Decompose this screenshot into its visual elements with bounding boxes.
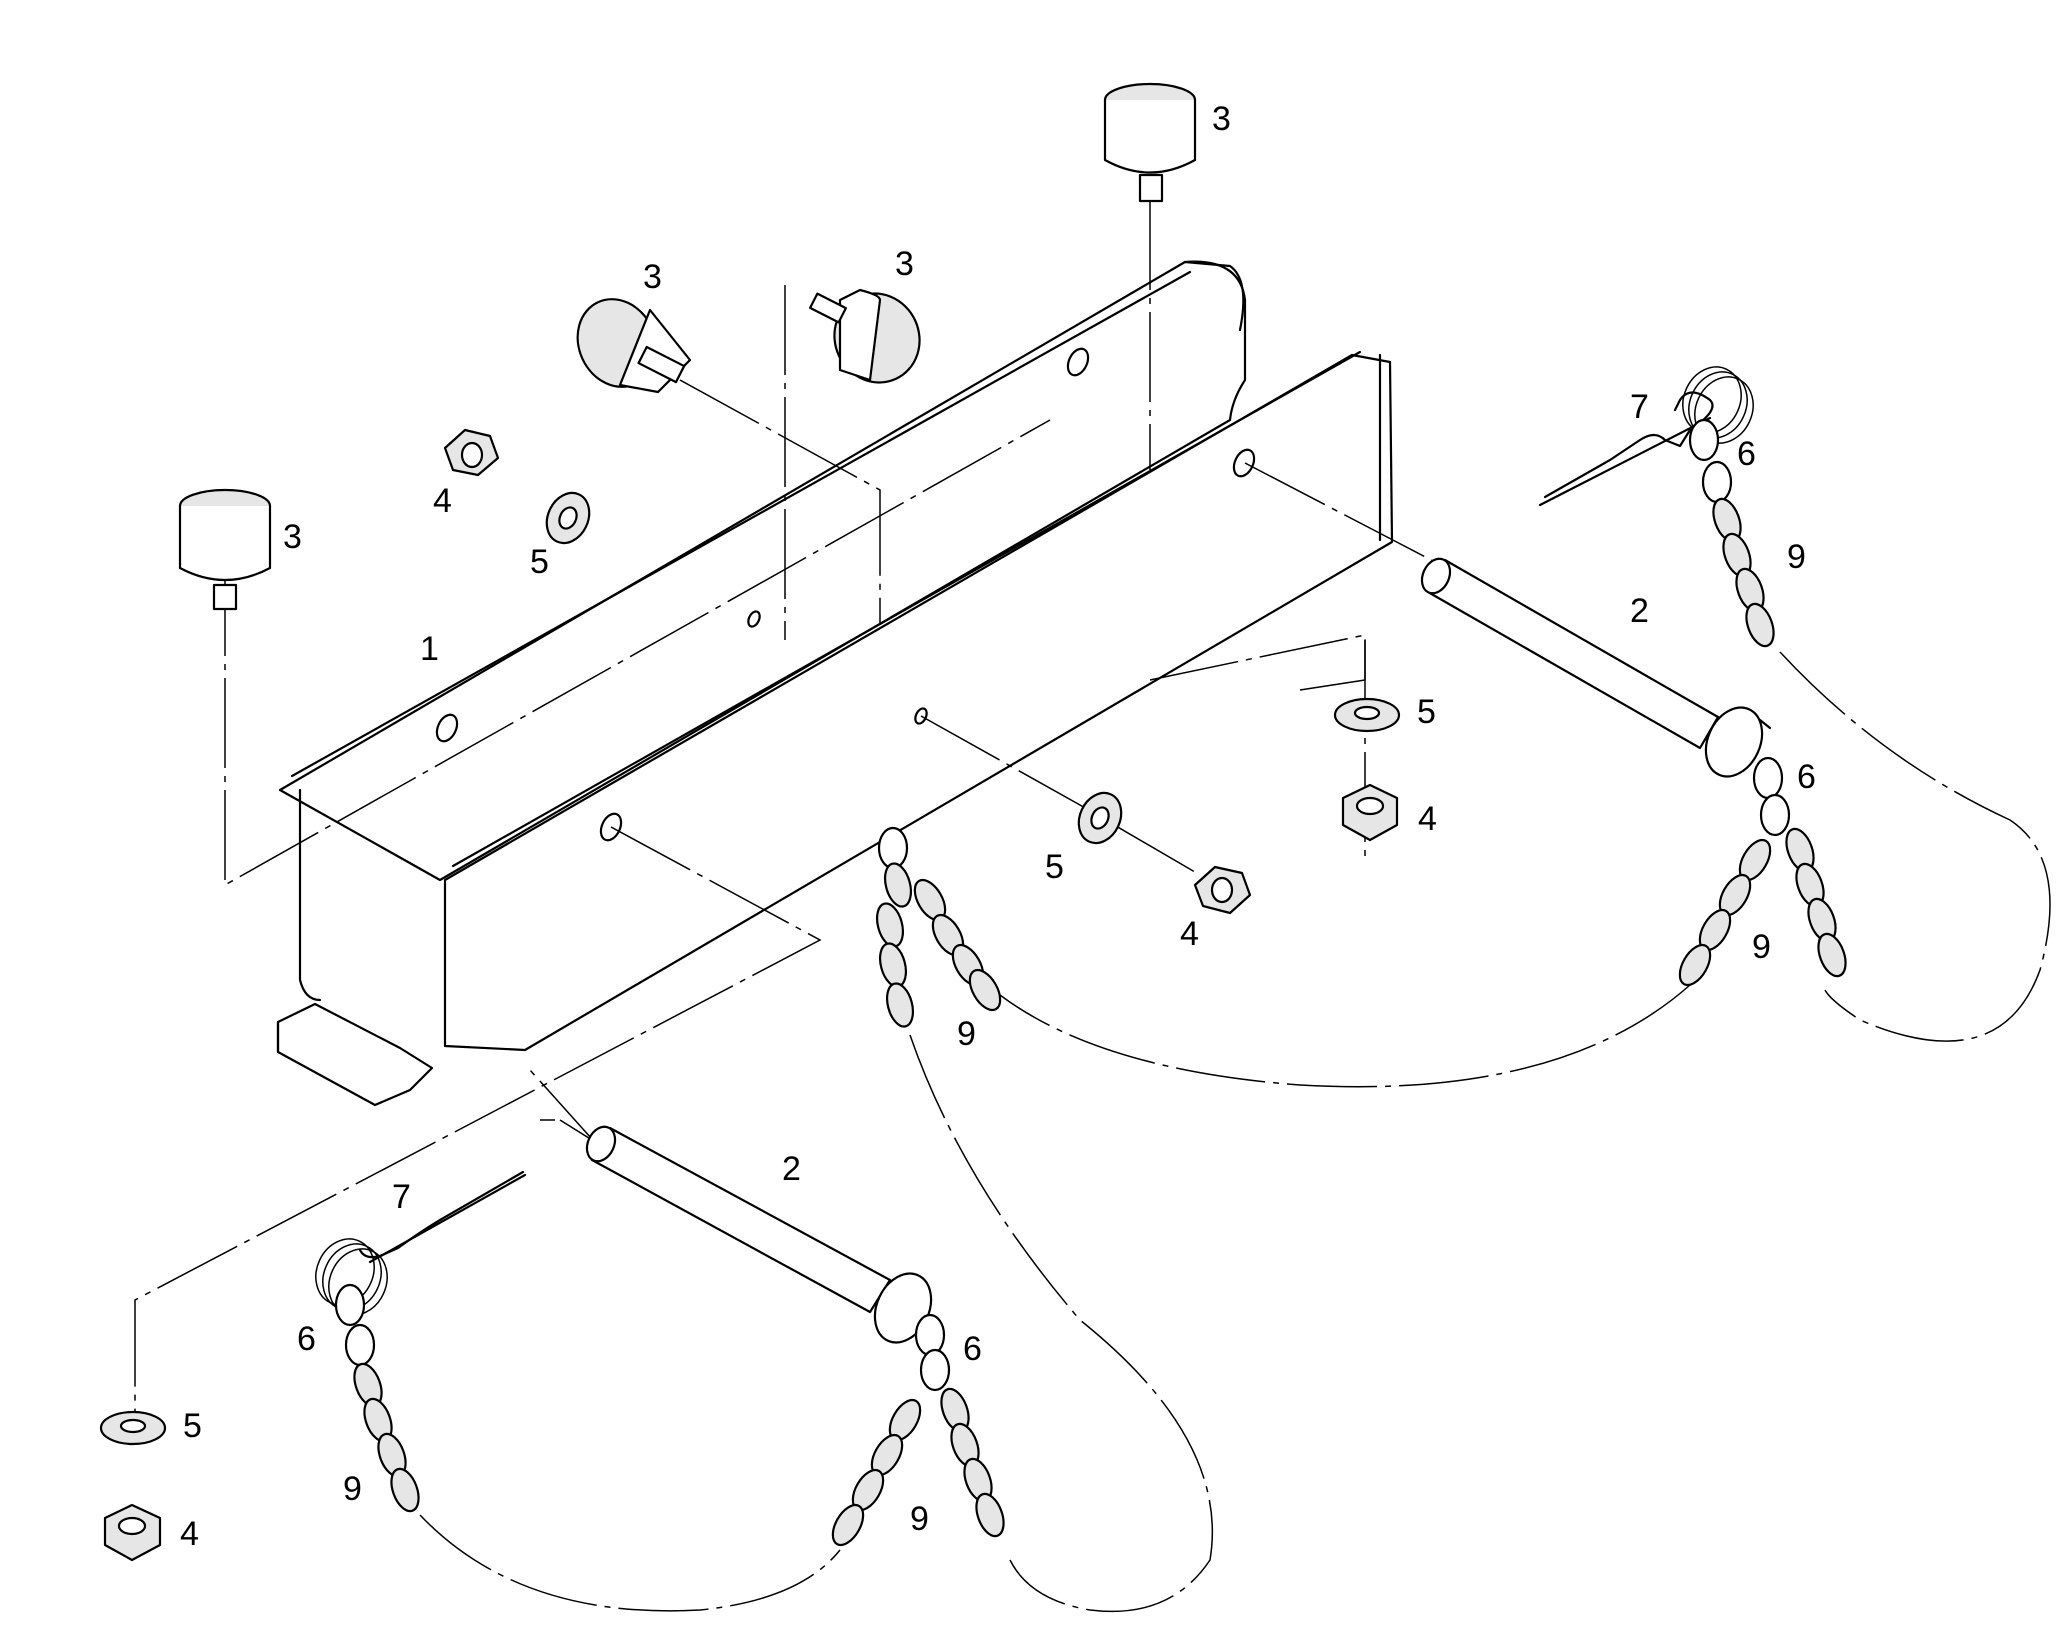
nut-c [1193, 865, 1252, 915]
split-ring-6 [1759, 793, 1791, 837]
clip-left [315, 1170, 527, 1316]
bumper-side-b [809, 288, 921, 384]
bumper-part-3 [178, 82, 1197, 611]
pin-part-2 [585, 557, 1772, 1344]
callout-5: 5 [1417, 693, 1436, 731]
bumper-top-left [178, 488, 272, 611]
callout-6: 6 [963, 1330, 982, 1368]
callout-7: 7 [392, 1178, 411, 1216]
callout-9: 9 [910, 1500, 929, 1538]
callout-5: 5 [530, 543, 549, 581]
callout-1: 1 [420, 630, 439, 668]
split-ring-6 [344, 1323, 376, 1367]
frame-hole [435, 713, 459, 743]
clip-part-7 [315, 366, 1754, 1316]
callout-2: 2 [1630, 592, 1649, 630]
chain-left-head [831, 1313, 1005, 1547]
frame-hole [1066, 347, 1090, 377]
callout-2: 2 [782, 1150, 801, 1188]
nut-b [1341, 783, 1399, 842]
split-ring-6 [1701, 460, 1733, 504]
split-ring-6 [1688, 418, 1720, 462]
bumper-side-a [576, 298, 692, 394]
washer-c [1077, 791, 1123, 845]
callout-9: 9 [1752, 928, 1771, 966]
callout-3: 3 [1212, 100, 1231, 138]
callout-9: 9 [957, 1015, 976, 1053]
washer-a [545, 491, 591, 545]
nut-d [103, 1503, 162, 1562]
chain-part-9 [334, 418, 2051, 1613]
split-ring-6 [1752, 756, 1784, 800]
chain-right-lower [999, 756, 1847, 1088]
callout-6: 6 [1737, 435, 1756, 473]
callout-9: 9 [1787, 538, 1806, 576]
nut-a [443, 428, 500, 477]
pin-right [1420, 557, 1772, 778]
chain-right-upper [1688, 418, 2051, 1042]
split-ring-6 [877, 826, 909, 870]
split-ring-6 [334, 1283, 366, 1327]
callout-3: 3 [643, 258, 662, 296]
pin-left [585, 1125, 933, 1344]
callout-7: 7 [1630, 388, 1649, 426]
washer-d [99, 1410, 167, 1446]
callout-4: 4 [433, 482, 452, 520]
bumper-top-right [1103, 82, 1197, 203]
callout-labels: 1 2 2 3 3 3 3 4 4 4 4 5 5 5 5 6 6 6 6 7 … [180, 100, 1816, 1553]
callout-6: 6 [297, 1320, 316, 1358]
callout-4: 4 [180, 1515, 199, 1553]
split-ring-6 [919, 1348, 951, 1392]
frame-hole [747, 610, 761, 628]
callout-9: 9 [343, 1470, 362, 1508]
frame-part-1 [276, 260, 1394, 1107]
callout-3: 3 [283, 518, 302, 556]
callout-5: 5 [1045, 848, 1064, 886]
chain-left-clip [334, 1283, 841, 1612]
callout-5: 5 [183, 1407, 202, 1445]
washer-part-5 [99, 491, 1401, 1446]
callout-4: 4 [1180, 915, 1199, 953]
callout-4: 4 [1418, 800, 1437, 838]
callout-3: 3 [895, 245, 914, 283]
callout-6: 6 [1797, 758, 1816, 796]
split-ring-6 [914, 1313, 946, 1357]
assembly-lines [134, 200, 1461, 1430]
chain-frame [875, 826, 1214, 1613]
nut-part-4 [103, 428, 1399, 1562]
washer-b [1333, 697, 1401, 733]
